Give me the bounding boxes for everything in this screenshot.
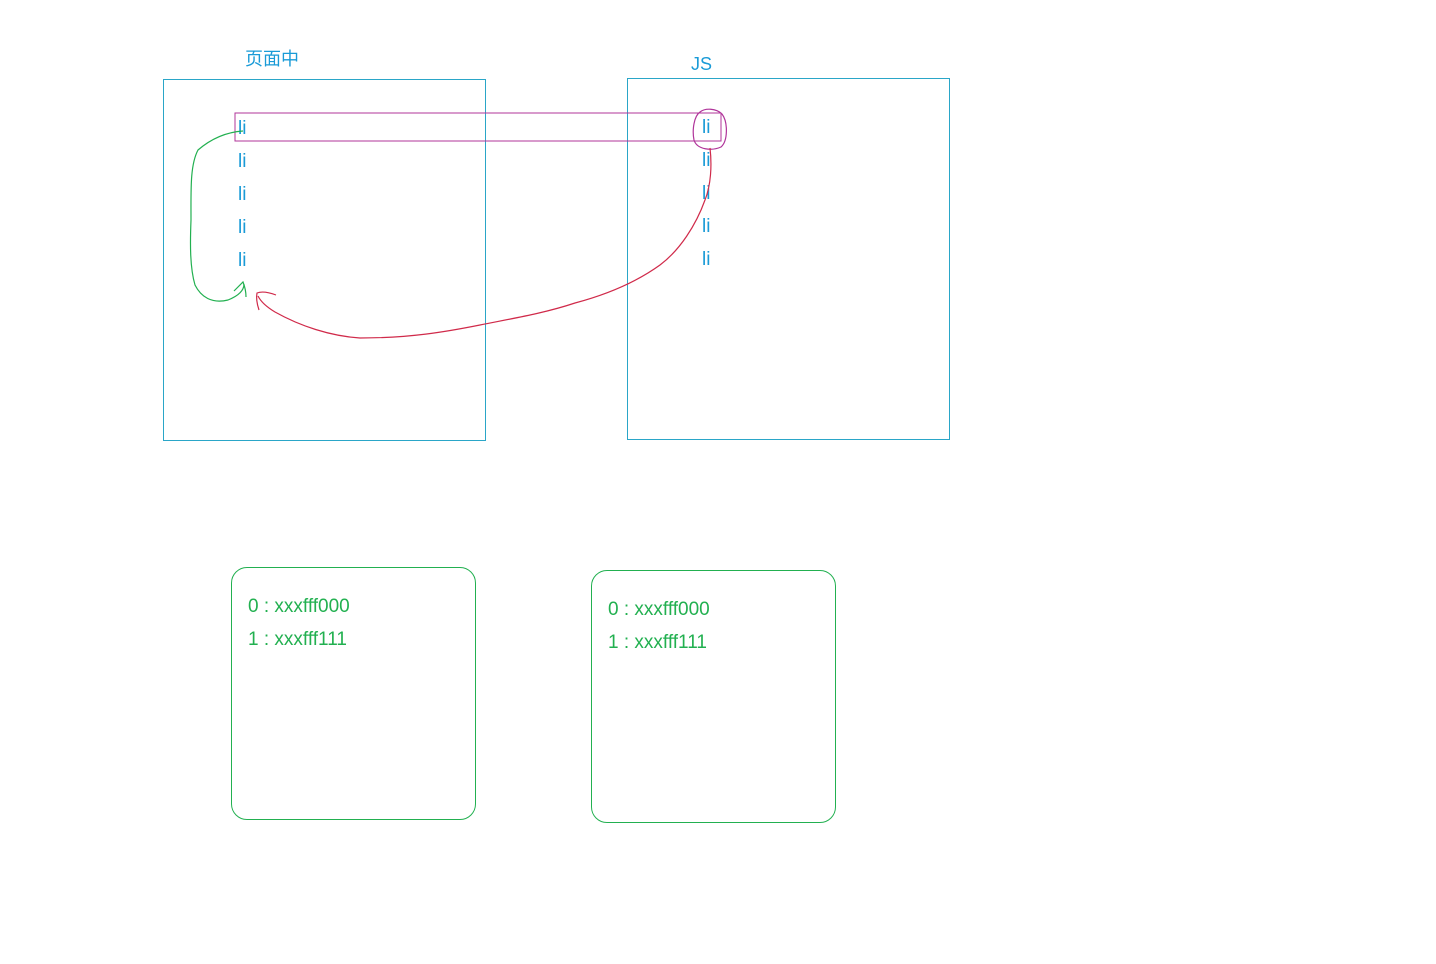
memory-row: 0 : xxxfff000 xyxy=(608,599,710,620)
page-panel-title: 页面中 xyxy=(245,49,299,69)
js-li-item: li xyxy=(702,150,711,171)
page-li-item: li xyxy=(238,151,247,172)
js-panel-title: JS xyxy=(691,54,713,74)
memory-row: 1 : xxxfff111 xyxy=(608,632,707,653)
page-li-item: li xyxy=(238,217,247,238)
memory-box-left: 0 : xxxfff000 1 : xxxfff111 xyxy=(231,567,476,820)
js-li-item: li xyxy=(702,216,711,237)
js-li-item: li xyxy=(702,117,711,138)
page-li-item: li xyxy=(238,184,247,205)
js-panel xyxy=(627,78,950,440)
page-li-item: li xyxy=(238,250,247,271)
page-panel xyxy=(163,79,486,441)
page-li-list: li li li li li xyxy=(238,112,246,277)
memory-row: 0 : xxxfff000 xyxy=(248,596,350,617)
page-li-item: li xyxy=(238,118,247,139)
js-li-list: li li li li li xyxy=(702,111,710,276)
js-li-item: li xyxy=(702,183,711,204)
memory-box-right: 0 : xxxfff000 1 : xxxfff111 xyxy=(591,570,836,823)
js-li-item: li xyxy=(702,249,711,270)
memory-row: 1 : xxxfff111 xyxy=(248,629,347,650)
